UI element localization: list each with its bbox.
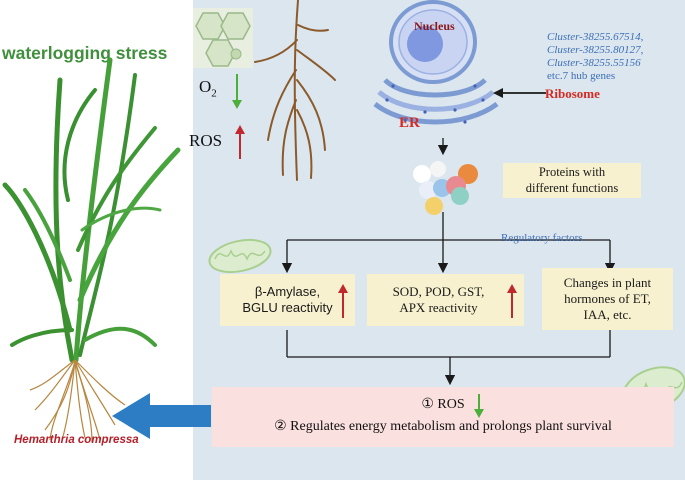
hormones-box-line: hormones of ET, [564,291,651,307]
plant-leaf [76,126,157,252]
hub-gene-cluster: Cluster-38255.80127, [547,44,644,56]
plant-leaf [62,88,97,202]
ros-up-arrow-icon [235,125,245,159]
plant-leaf [23,188,72,282]
plant-leaf [73,57,113,363]
plant-leaf [10,328,74,347]
antioxidant-box-line: SOD, POD, GST, [392,284,485,300]
plant-leaf [77,147,181,303]
outcome-line-2: ② Regulates energy metabolism and prolon… [274,419,612,434]
plant-leaf [2,182,73,333]
hub-gene-cluster: Cluster-38255.55156 [547,57,641,69]
plant-leaf [83,326,157,347]
ros-label: ROS [189,131,223,150]
amylase-box-line: BGLU reactivity [242,300,333,315]
outcome-line-1: ① ROS [421,397,465,412]
plant-roots [29,359,126,443]
antioxidant-box: SOD, POD, GST,APX reactivity [367,274,524,326]
plant-illustration [2,57,181,443]
outcome-box [212,387,674,447]
mitochondria-icon [208,238,272,274]
er-label: ER [399,115,420,131]
proteins-box-line: different functions [525,180,619,195]
protein-cluster-icon [413,161,478,215]
o2-down-arrow-icon [232,74,242,109]
root-icon [254,0,336,181]
o2-label: O2 [199,77,217,100]
antioxidant-up-arrow-icon [507,284,517,318]
hub-gene-cluster: Cluster-38255.67514, [547,31,644,43]
diagram-title: waterlogging stress [2,43,168,63]
ribosome-label: Ribosome [545,86,600,101]
hormones-box-line: Changes in plant [563,275,652,291]
plant-panel [0,0,193,480]
amylase-box: β-Amylase,BGLU reactivity [220,274,355,326]
amylase-box-line: β-Amylase, [254,284,321,300]
result-arrow-icon [112,393,211,439]
outcome-down-arrow-icon [474,394,484,418]
amylase-up-arrow-icon [338,284,348,318]
nucleus-label: Nucleus [414,19,455,33]
ribosome-arrow-icon [493,88,546,98]
species-name: Hemarthria compressa [14,434,139,446]
antioxidant-box-line: APX reactivity [399,300,478,315]
hub-genes-note: etc.7 hub genes [547,70,616,82]
cell-nucleus-er-icon [373,0,499,125]
regulatory-factors-label: Regulatory factors [501,232,583,244]
plant-cell-icon [193,8,253,68]
proteins-box-line: Proteins with [538,165,606,180]
plant-leaf [80,206,162,232]
hormones-box-line: IAA, etc. [583,306,632,322]
